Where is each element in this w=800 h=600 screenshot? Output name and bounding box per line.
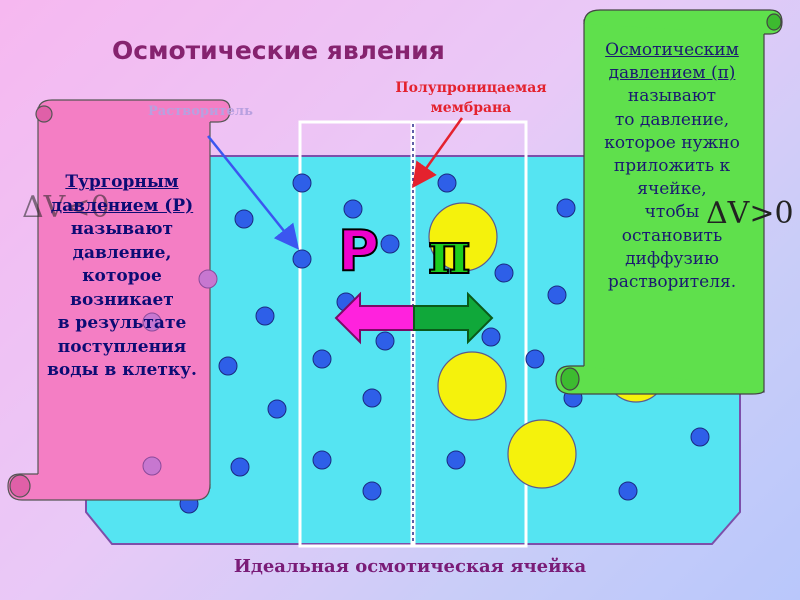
definition-line: воды в клетку.: [47, 360, 197, 380]
solvent-molecule: [525, 349, 545, 369]
faded-particle: [142, 456, 162, 476]
osmotic-definition-scroll: [555, 9, 783, 395]
solvent-molecule: [547, 285, 567, 305]
solvent-molecule: [494, 263, 514, 283]
solvent-compartment-frame: [298, 120, 414, 548]
solvent-molecule: [375, 331, 395, 351]
slide-title: Осмотические явления: [112, 36, 445, 65]
solution-compartment-frame: [412, 120, 528, 548]
definition-line: которое: [82, 266, 162, 286]
faded-particle: [142, 312, 162, 332]
solvent-molecule: [446, 450, 466, 470]
membrane-label-line: Полупроницаемая: [395, 80, 547, 96]
solute-particle: [437, 351, 507, 421]
definition-line: возникает: [70, 289, 174, 310]
turgor-definition-scroll: [7, 99, 231, 501]
definition-line: называют: [627, 86, 717, 107]
delta-v-positive: ΔV>0: [706, 196, 794, 231]
solute-particle: [507, 419, 577, 489]
definition-line: чтобы: [644, 202, 700, 223]
definition-line: в результате: [57, 313, 187, 333]
definition-line: поступления: [57, 336, 187, 357]
osmotic-term: Осмотическим давлением (π): [605, 40, 739, 84]
definition-line: диффузию: [625, 248, 719, 269]
osmotic-arrow-half: [413, 291, 494, 345]
membrane-label: Полупроницаемая мембрана: [376, 78, 566, 118]
faded-particle: [198, 269, 218, 289]
solvent-molecule: [556, 198, 576, 218]
solvent-molecule: [362, 388, 382, 408]
solvent-molecule: [234, 209, 254, 229]
definition-line: давление,: [72, 242, 172, 263]
solvent-molecule: [481, 327, 501, 347]
solvent-molecule: [437, 173, 457, 193]
solvent-molecule: [255, 306, 275, 326]
solvent-molecule: [343, 199, 363, 219]
pressure-balance-arrow: [334, 291, 494, 345]
definition-line: приложить к: [613, 156, 731, 177]
solvent-molecule: [618, 481, 638, 501]
diagram-caption: Идеальная осмотическая ячейка: [233, 556, 587, 577]
osmotic-definition-text: Осмотическим давлением (π) называют то д…: [580, 39, 764, 294]
solvent-molecule: [362, 481, 382, 501]
membrane-label-line: мембрана: [430, 100, 512, 116]
solvent-molecule: [292, 249, 312, 269]
solvent-molecule: [380, 234, 400, 254]
solvent-molecule: [267, 399, 287, 419]
definition-line: называют: [70, 219, 174, 239]
osmotic-pressure-symbol: π: [427, 219, 471, 287]
turgor-pressure-symbol: P: [337, 219, 380, 284]
definition-line: остановить: [621, 225, 723, 246]
definition-line: то давление,: [614, 109, 730, 130]
definition-line: которое нужно: [604, 132, 740, 153]
solvent-molecule: [312, 349, 332, 369]
solvent-label: Растворитель: [148, 104, 253, 119]
turgor-definition-text: Тургорным давлением (Р) называют давлени…: [32, 171, 212, 383]
definition-line: ячейке,: [637, 179, 707, 200]
solvent-molecule: [690, 427, 710, 447]
solvent-pointer-arrow: [207, 135, 300, 250]
solvent-molecule: [230, 457, 250, 477]
membrane-pointer-arrow: [412, 117, 464, 189]
solvent-molecule: [218, 356, 238, 376]
delta-v-negative: ΔV<0: [22, 190, 110, 225]
solvent-molecule: [292, 173, 312, 193]
definition-line: растворителя.: [607, 272, 737, 293]
solvent-molecule: [312, 450, 332, 470]
turgor-term: Тургорным давлением (Р): [50, 172, 194, 216]
solute-particle: [428, 202, 498, 272]
